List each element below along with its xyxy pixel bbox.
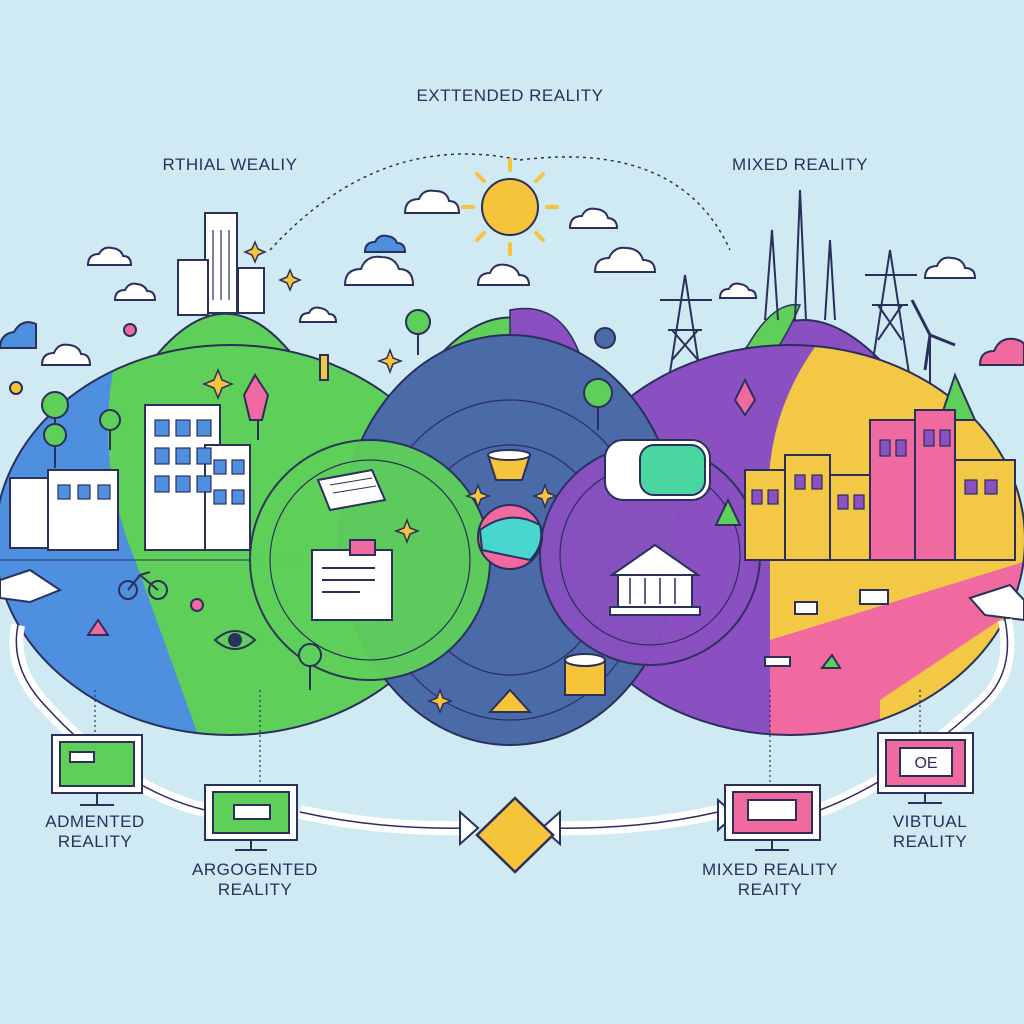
city-buildings-icon [9,404,251,551]
label-top-left: RTHIAL WEALIY [162,155,298,174]
bar-marker [794,601,818,615]
bar-marker [764,656,791,667]
sun-icon [461,158,559,256]
globe-icon [477,504,543,570]
cloud-icon [978,337,1024,366]
monitor-icon [51,734,143,806]
vr-headset-icon [604,439,711,501]
pin-marker [594,327,616,349]
pin-marker [9,381,23,395]
bicycle-icon [118,571,168,600]
screen-text: OE [914,755,937,772]
triangle-marker [819,653,842,669]
diamond-icon [475,796,555,874]
dashed-arc-right [519,156,731,251]
label-top-right: MIXED REALITY [732,155,868,174]
flag-marker [319,354,329,381]
label-extended-reality: EXTTENDED REALITY [416,86,604,105]
triangle-marker [487,688,533,713]
sparkle-icon [201,240,559,715]
tree-icon [41,309,977,690]
monitor-icon [724,784,821,851]
card-icon [311,539,393,621]
keyboard-icon [316,468,387,512]
bowl-icon [486,449,532,481]
pin-marker [190,598,204,612]
pin-marker [123,323,137,337]
cloud-icon [0,321,37,349]
drum-icon [564,653,606,696]
monitor-icon: OE [877,732,974,804]
map-icon [0,568,1024,622]
city-buildings-icon [177,212,265,316]
bar-marker [859,589,889,605]
museum-icon [608,543,702,616]
town-buildings [744,409,1016,561]
cloud-icon [363,234,407,253]
eye-icon [213,630,257,650]
power-tower-icon [660,189,917,406]
monitor-icon [204,784,298,851]
triangle-marker [86,618,110,636]
